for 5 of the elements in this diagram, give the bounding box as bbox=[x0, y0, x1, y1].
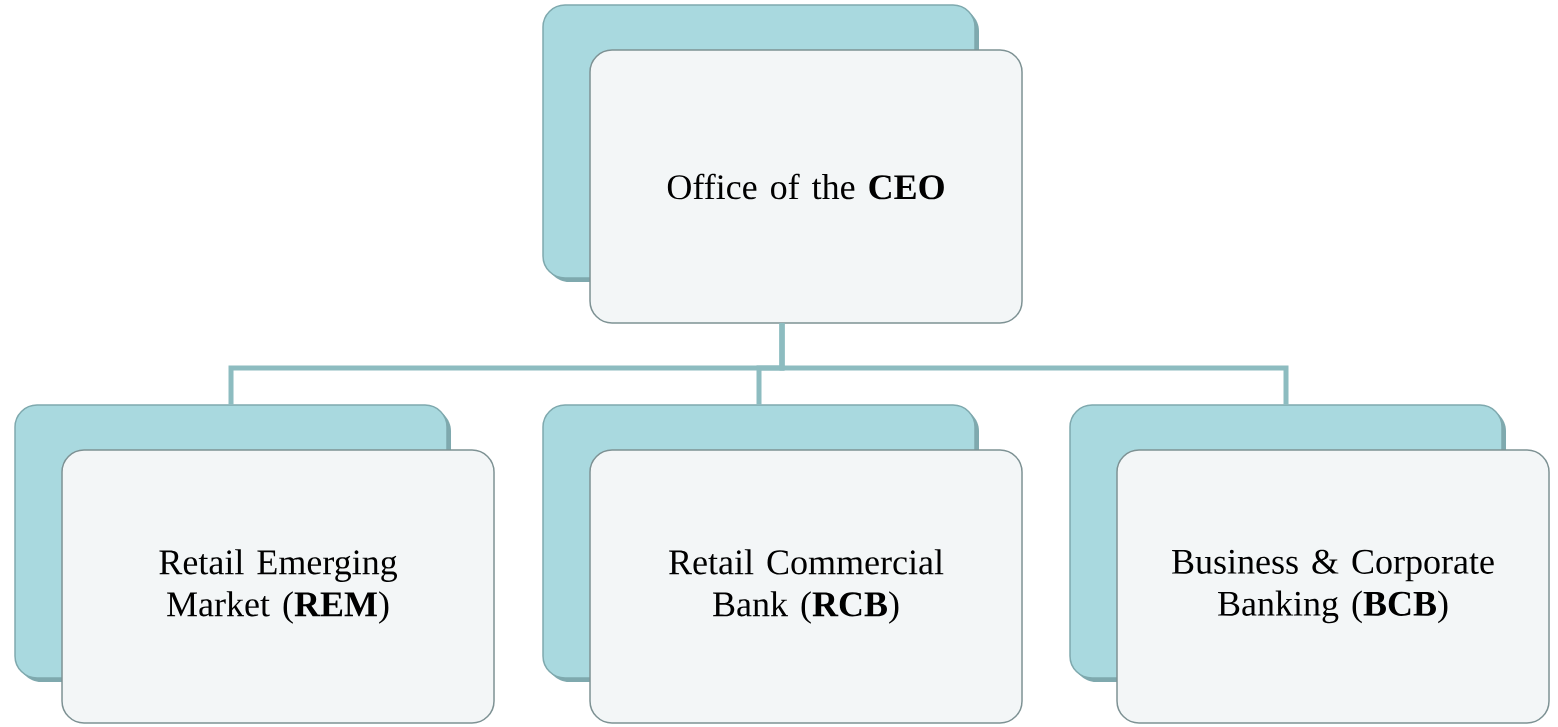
connector-line bbox=[779, 323, 1289, 405]
org-box: Retail Emerging Market (REM) bbox=[14, 404, 495, 724]
org-box: Retail Commercial Bank (RCB) bbox=[542, 404, 1023, 724]
org-box: Office of the CEO bbox=[542, 4, 1023, 324]
org-box: Business & Corporate Banking (BCB) bbox=[1069, 404, 1550, 724]
